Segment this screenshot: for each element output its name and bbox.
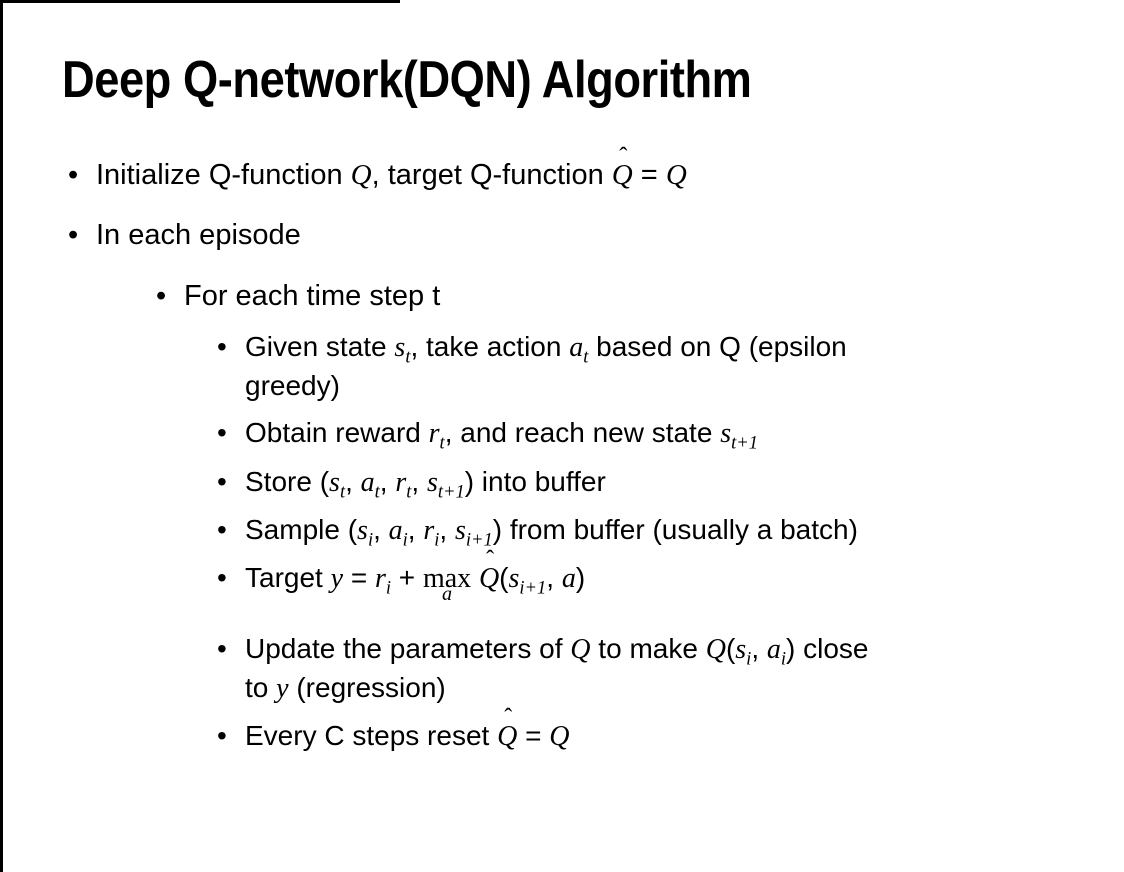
math-var-subscripted: ai bbox=[388, 514, 408, 550]
bullet-text: Given state st, take action at based on … bbox=[245, 331, 847, 402]
bullet-text: Store (st, at, rt, st+1) into buffer bbox=[245, 465, 606, 502]
bullet-text: For each time step t bbox=[184, 279, 441, 312]
bullet-dot-icon: • bbox=[217, 719, 227, 751]
math-var-subscripted: ri bbox=[374, 562, 392, 598]
window-top-edge bbox=[0, 0, 400, 3]
bullet-dot-icon: • bbox=[217, 465, 227, 497]
math-var-subscripted: si+1 bbox=[508, 562, 547, 598]
math-var: y bbox=[276, 672, 289, 704]
math-var-subscripted: at bbox=[569, 332, 589, 367]
bullet-item: • Update the parameters of Q to make Q(si… bbox=[217, 630, 1116, 708]
math-var: Q bbox=[665, 159, 687, 191]
math-var-subscripted: ai bbox=[766, 633, 787, 669]
bullet-item: •Given state st, take action at based on… bbox=[217, 328, 1116, 405]
math-var-subscripted: si bbox=[357, 514, 374, 550]
bullet-text: Update the parameters of Q to make Q(si,… bbox=[245, 632, 869, 704]
math-var-subscripted: st+1 bbox=[720, 418, 758, 454]
hat-accent: ˆ bbox=[504, 705, 513, 731]
math-var: y bbox=[330, 562, 344, 594]
math-var-subscripted: rt bbox=[428, 418, 445, 454]
bullet-text: Initialize Q-function Q, target Q-functi… bbox=[96, 142, 1116, 195]
math-var: Q bbox=[705, 633, 726, 665]
bullet-dot-icon: • bbox=[217, 513, 227, 545]
math-var: Q bbox=[570, 633, 591, 665]
bullet-text: Obtain reward rt, and reach new state st… bbox=[245, 417, 758, 454]
bullet-dot-icon: • bbox=[217, 417, 227, 449]
bullet-dot-icon: • bbox=[156, 279, 167, 312]
page-title: Deep Q-network(DQN) Algorithm bbox=[62, 51, 752, 109]
hat-accent: ˆ bbox=[486, 546, 495, 573]
math-var: Q bbox=[549, 720, 570, 752]
bullet-text: Sample (si, ai, ri, si+1) from buffer (u… bbox=[245, 513, 858, 550]
bullet-item: • In each episode bbox=[68, 216, 1116, 255]
math-var-subscripted: si bbox=[735, 633, 752, 669]
math-var-subscripted: at bbox=[360, 466, 380, 502]
bullet-list: • Initialize Q-function Q, target Q-funct… bbox=[62, 142, 1116, 756]
bullet-dot-icon: • bbox=[68, 219, 79, 252]
bullet-item: • Obtain reward rt, and reach new state s… bbox=[217, 414, 1116, 453]
bullet-dot-icon: • bbox=[217, 331, 227, 363]
math-var-subscripted: si+1 bbox=[454, 514, 493, 550]
math-var: a bbox=[561, 562, 576, 594]
bullet-dot-icon: • bbox=[68, 159, 79, 191]
bullet-dot-icon: • bbox=[217, 632, 227, 664]
bullet-item: • For each time step t bbox=[156, 277, 1116, 316]
math-var: Q bbox=[350, 159, 372, 191]
math-var-subscripted: rt bbox=[395, 466, 412, 502]
bullet-dot-icon: • bbox=[217, 561, 227, 593]
hat-accent: ˆ bbox=[619, 142, 628, 170]
max-label: max bbox=[422, 562, 472, 594]
bullet-item: • Initialize Q-function Q, target Q-funct… bbox=[68, 142, 1116, 195]
slide: Deep Q-network(DQN) Algorithm • Initializ… bbox=[62, 51, 1116, 756]
math-var-subscripted: st bbox=[394, 332, 411, 367]
max-under-var: a bbox=[442, 583, 453, 606]
bullet-item: • Sample (si, ai, ri, si+1) from buffer (… bbox=[217, 511, 1116, 550]
bullet-text: In each episode bbox=[96, 219, 301, 252]
math-var-subscripted: ri bbox=[423, 514, 440, 550]
bullet-item: • Store (st, at, rt, st+1) into buffer bbox=[217, 463, 1116, 502]
math-var-subscripted: st+1 bbox=[426, 466, 465, 502]
math-var-subscripted: st bbox=[329, 466, 346, 502]
window-left-edge bbox=[0, 0, 3, 872]
